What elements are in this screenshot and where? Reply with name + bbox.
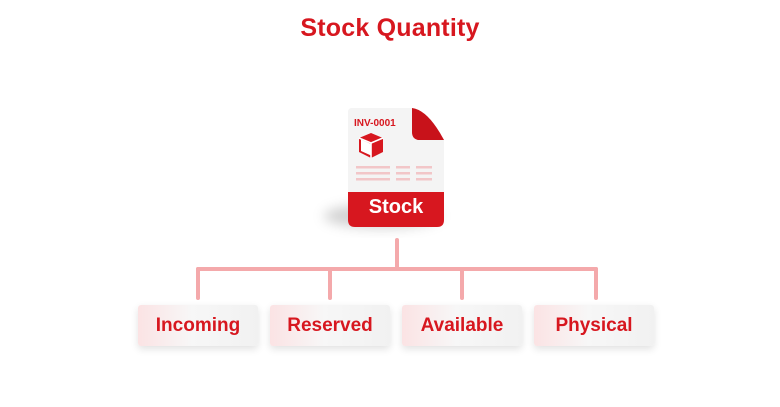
stock-document: INV-0001 Stock [300, 100, 460, 240]
node-physical: Physical [534, 305, 654, 346]
box-icon [358, 133, 384, 158]
node-incoming: Incoming [138, 305, 258, 346]
diagram-title: Stock Quantity [300, 14, 480, 42]
node-reserved: Reserved [270, 305, 390, 346]
node-available: Available [402, 305, 522, 346]
document-label: Stock [368, 196, 424, 218]
document-shape [324, 108, 444, 228]
document-id: INV-0001 [354, 118, 396, 129]
